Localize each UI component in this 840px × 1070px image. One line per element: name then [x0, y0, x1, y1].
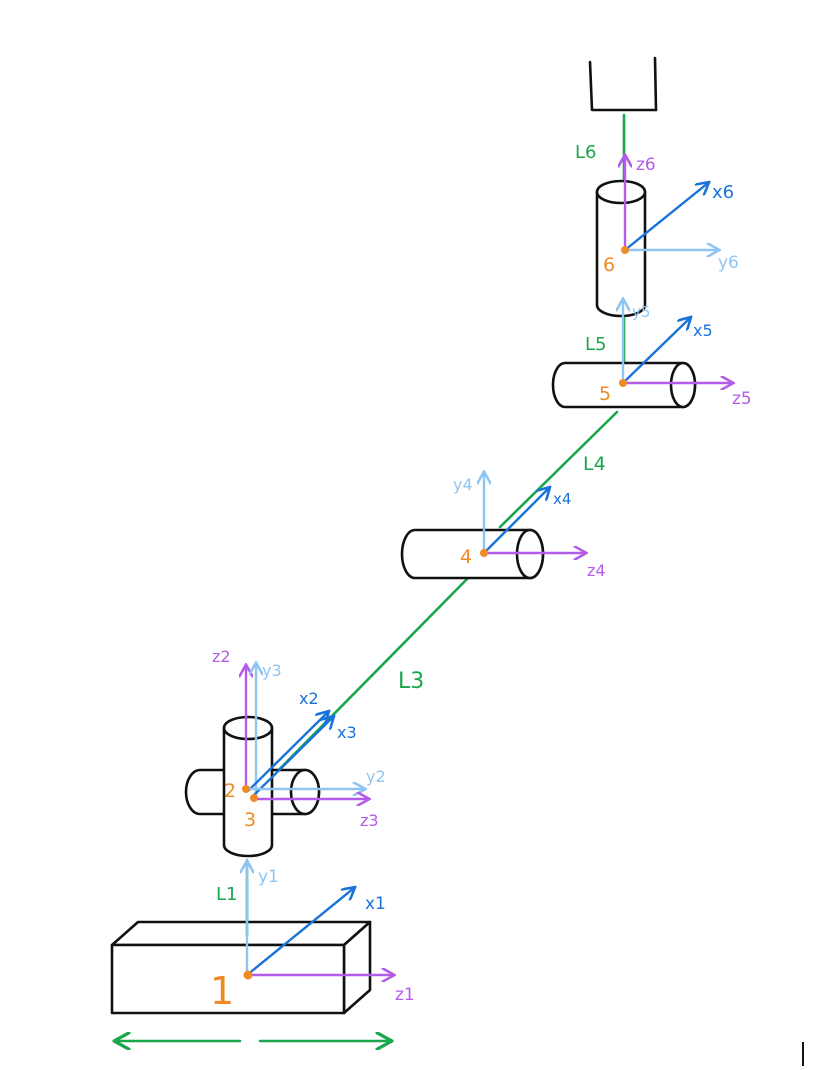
joint-2-dot — [242, 785, 250, 793]
axis-label-y4: y4 — [453, 475, 473, 494]
axis-label-z5: z5 — [732, 389, 752, 409]
joint-2-3-body — [184, 715, 321, 858]
link-l4-label: L4 — [583, 453, 606, 475]
joint-3-label: 3 — [244, 809, 256, 831]
frame-5-axes — [623, 300, 732, 383]
joint-5-dot — [619, 379, 627, 387]
joint-6-body — [595, 179, 647, 318]
axis-label-x2: x2 — [299, 689, 319, 708]
axis-label-y2: y2 — [366, 767, 386, 786]
axis-label-z6: z6 — [636, 155, 656, 175]
link-l4-line — [498, 410, 619, 529]
axis-label-y1: y1 — [258, 867, 279, 887]
link-l6-label: L6 — [575, 142, 596, 163]
frame-2-3-axes — [246, 664, 368, 799]
axis-label-x4: x4 — [553, 490, 571, 508]
joint-3-dot — [250, 794, 258, 802]
axis-label-z2: z2 — [212, 647, 231, 666]
axis-label-x5: x5 — [693, 321, 713, 340]
axis-label-z4: z4 — [587, 561, 606, 580]
link-l1-label: L1 — [216, 884, 237, 905]
frame-4-axes — [484, 473, 585, 553]
axis-label-y5: y5 — [632, 303, 650, 321]
axis-label-x3: x3 — [337, 723, 357, 742]
frame-6-axes — [625, 156, 718, 250]
end-effector-gripper — [588, 56, 658, 112]
axis-label-z1: z1 — [395, 985, 415, 1005]
joint-6-label: 6 — [603, 254, 615, 276]
joint-5-label: 5 — [599, 383, 611, 405]
axis-label-y3: y3 — [262, 661, 282, 680]
joint-4-label: 4 — [460, 546, 472, 568]
link-l5-label: L5 — [585, 334, 606, 355]
axis-label-z3: z3 — [360, 811, 379, 830]
joint-1-label: 1 — [210, 969, 234, 1013]
joint-2-label: 2 — [224, 780, 236, 802]
axis-label-y6: y6 — [718, 253, 739, 273]
axis-label-x6: x6 — [712, 182, 734, 203]
base-block — [110, 920, 372, 1015]
joint-1-dot — [243, 970, 253, 980]
joint-6-dot — [621, 246, 629, 254]
joint-4-dot — [480, 549, 488, 557]
link-l3-label: L3 — [398, 669, 424, 694]
frame-1-axes — [247, 862, 393, 975]
axis-label-x1: x1 — [365, 894, 386, 914]
